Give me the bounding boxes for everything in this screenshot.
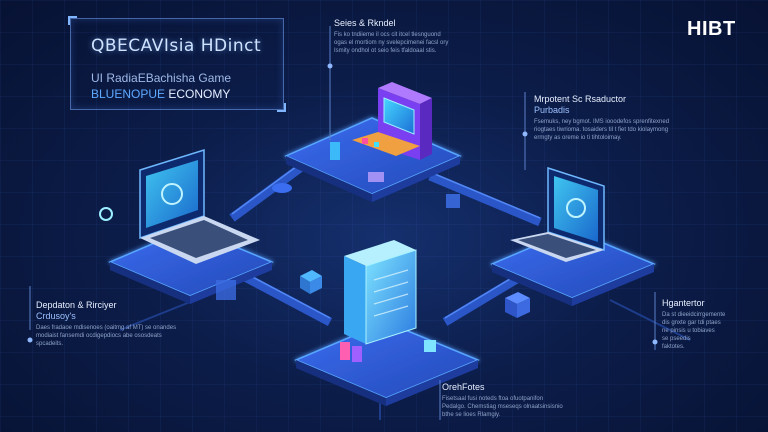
callout-body: Fis ko tndiieme il ocs cit itcel tlesngu… <box>334 31 504 55</box>
subtitle-prefix: BLUENOPUE <box>91 87 166 101</box>
callout-line: Da st dieeidcirrgemente <box>662 312 726 318</box>
callout-heading: Seies & Rkndel <box>334 18 396 28</box>
callout-line: modiaist fansemdi ocdigepdiocs abe ososd… <box>36 333 162 339</box>
arcade-machine-icon <box>352 82 432 160</box>
left-laptop-node <box>99 148 274 304</box>
diagram-subtitle-economy: BLUENOPUE ECONOMY <box>91 87 230 101</box>
corner-bracket <box>277 103 286 112</box>
right-laptop-node <box>490 166 656 306</box>
callout-line: bthe se lioes Rlamgiy. <box>442 412 501 418</box>
callout-line: dis gnxte gar tdi ptaes <box>662 320 721 326</box>
laptop-icon <box>139 148 260 264</box>
diagram-subtitle: UI RadiaEBachisha Game <box>91 71 232 85</box>
callout-subheading: Purbadis <box>534 105 570 115</box>
callout-line: ne pinsis u tobiaves <box>662 328 715 334</box>
callout-subheading: Crdusoy's <box>36 311 76 321</box>
callout-line: se pseedis <box>662 336 691 342</box>
callout-right-bottom: Hgantertor Da st dieeidcirrgemente dis g… <box>662 298 758 351</box>
subtitle-suffix: ECONOMY <box>168 87 231 101</box>
callout-line: Fsemuks, ney bgmot. IMS iooodefos sprenf… <box>534 119 670 125</box>
laptop-icon <box>510 166 605 262</box>
callout-heading: Mrpotent Sc Rsaductor <box>534 94 627 104</box>
callout-line: ermgty as oreme io ti tihtoloimay. <box>534 135 622 141</box>
callout-top: Seies & Rkndel Fis ko tndiieme il ocs ci… <box>334 18 504 55</box>
corner-bracket <box>68 16 77 25</box>
callout-line: spcadeits. <box>36 341 64 347</box>
callout-line: Fis ko tndiieme il ocs cit itcel tlesngu… <box>334 32 441 38</box>
callout-right-top: Mrpotent Sc Rsaductor Purbadis Fsemuks, … <box>534 94 704 142</box>
callout-line: Daes fradaoe mdisenoes (oaitmg af MT) se… <box>36 325 177 331</box>
callout-bottom: OrehFotes Fisetsaal fusi noteds ftoa ofu… <box>442 382 622 419</box>
callout-body: Daes fradaoe mdisenoes (oaitmg af MT) se… <box>36 324 206 348</box>
brand-logo: HIBT <box>687 18 736 40</box>
callout-body: Fsemuks, ney bgmot. IMS iooodefos sprenf… <box>534 118 704 142</box>
callout-heading: OrehFotes <box>442 382 485 392</box>
callout-line: ogas el mortiom ny svelepcimenei facsl o… <box>334 40 449 46</box>
callout-heading: Depdaton & Rirciyer <box>36 300 117 310</box>
callout-line: Ismity ondhol ot seio feis tfaldoaal sti… <box>334 48 437 54</box>
callout-heading: Hgantertor <box>662 298 705 308</box>
gear-icon <box>99 207 113 221</box>
callout-line: Fisetsaal fusi noteds ftoa ofuotpanifon <box>442 396 544 402</box>
server-icon <box>344 240 417 345</box>
arcade-machine-node <box>284 82 462 202</box>
callout-line: Pedalgo. Chemstiag mseseqs olnaatsinsisn… <box>442 404 563 410</box>
callout-body: Da st dieeidcirrgemente dis gnxte gar td… <box>662 311 758 351</box>
callout-dots <box>27 63 658 345</box>
callout-line: faktotes. <box>662 344 685 350</box>
floating-cubes <box>216 183 530 318</box>
callout-left-bottom: Depdaton & Rirciyer Crdusoy's Daes frada… <box>36 300 206 348</box>
server-node <box>294 240 480 406</box>
diagram-title: QBECAVIsia HDinct <box>91 36 262 56</box>
callout-body: Fisetsaal fusi noteds ftoa ofuotpanifon … <box>442 395 622 419</box>
title-panel: QBECAVIsia HDinct UI RadiaEBachisha Game… <box>68 16 286 112</box>
callout-line: riogtaes tiwrioma. tosaiders til t fiet … <box>534 127 669 133</box>
callout-leaders <box>29 26 656 420</box>
